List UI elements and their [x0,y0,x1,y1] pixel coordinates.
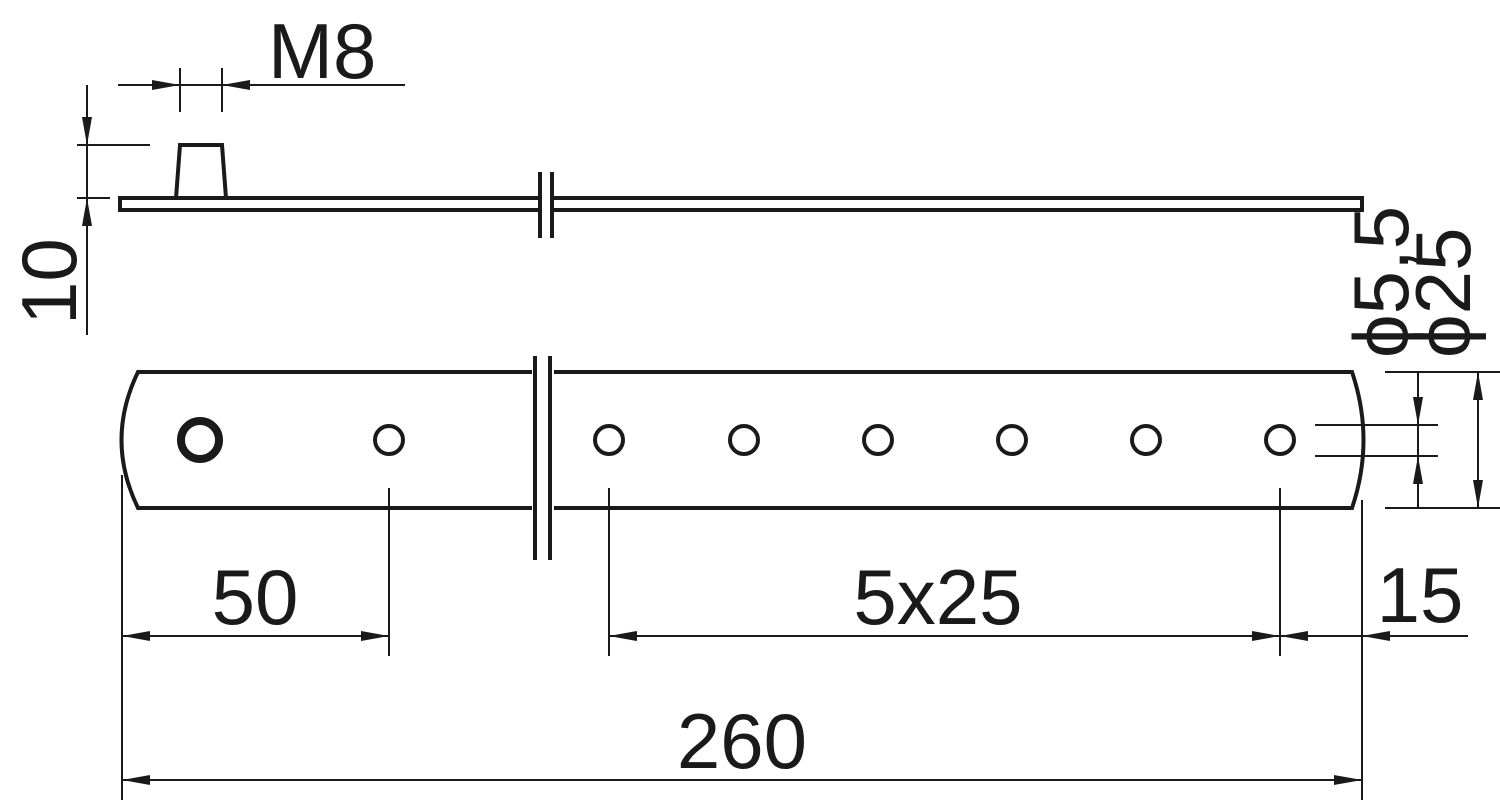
thread-label: M8 [268,7,376,95]
strip-plan [119,370,1366,510]
length-dimensions: 50 5x25 15 260 [121,475,1468,800]
mounting-hole [373,424,405,456]
total-length-label: 260 [677,697,807,785]
first-hole-label: 50 [212,553,299,641]
strip-width-label: ϕ25 [1399,228,1487,358]
strip-side [118,196,1364,212]
side-view [118,143,1364,242]
stud-height-label: 10 [5,238,93,325]
plan-view [119,355,1366,565]
width-dimensions: ϕ5,5 ϕ25 [1315,206,1500,509]
stud [174,143,228,199]
end-offset-label: 15 [1377,551,1464,639]
m8-dimension: M8 [118,7,405,112]
hole-spacing-label: 5x25 [853,553,1022,641]
mounting-hole [996,424,1028,456]
mounting-hole [1130,424,1162,456]
mounting-hole [728,424,760,456]
hole-diameter-label: ϕ5,5 [1337,206,1425,358]
height-dimension: 10 [5,85,150,335]
mounting-hole [593,424,625,456]
stud-hole [177,417,223,463]
mounting-hole [1264,424,1296,456]
mounting-hole [862,424,894,456]
